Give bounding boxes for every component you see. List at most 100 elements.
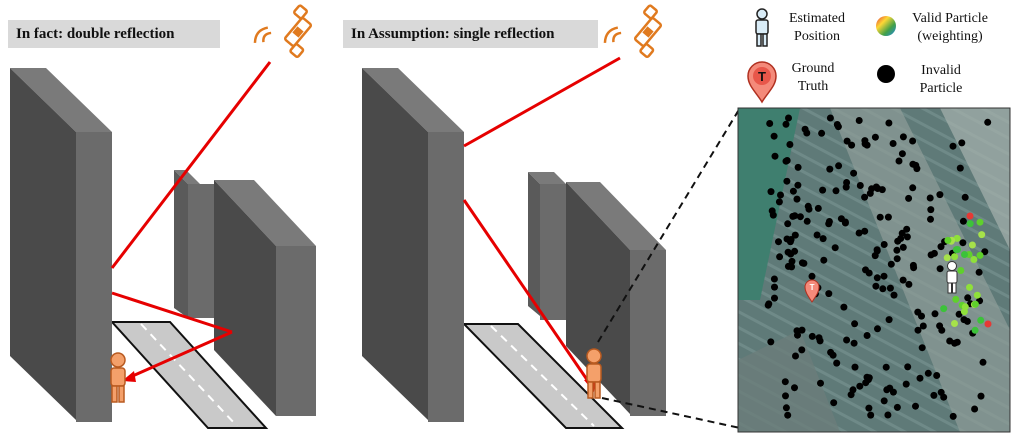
invalid-particle xyxy=(829,351,837,359)
invalid-particle xyxy=(798,259,806,267)
invalid-particle xyxy=(835,162,843,170)
invalid-particle xyxy=(832,187,840,195)
middle-right-building xyxy=(566,182,666,416)
invalid-particle xyxy=(851,363,859,371)
invalid-particle xyxy=(861,193,869,201)
invalid-particle xyxy=(766,120,774,127)
left-main-building xyxy=(10,68,112,422)
invalid-particle xyxy=(899,276,907,284)
invalid-particle xyxy=(775,238,782,246)
invalid-particle xyxy=(830,399,838,407)
invalid-particle xyxy=(866,189,874,197)
valid-particle xyxy=(966,212,974,220)
invalid-particle xyxy=(984,118,992,126)
invalid-particle xyxy=(782,392,789,400)
invalid-particle xyxy=(876,213,884,221)
invalid-particle xyxy=(936,265,944,273)
invalid-particle xyxy=(889,140,897,147)
invalid-particle xyxy=(951,339,959,347)
invalid-particle xyxy=(933,372,941,379)
invalid-particles xyxy=(764,114,992,420)
invalid-particle xyxy=(958,139,966,147)
invalid-particle xyxy=(776,253,784,261)
valid-particle xyxy=(977,316,985,324)
invalid-particle xyxy=(937,243,945,251)
invalid-particle xyxy=(971,405,979,413)
invalid-particle xyxy=(819,186,827,194)
invalid-particle xyxy=(893,255,901,263)
pedestrian-icon xyxy=(586,348,602,399)
valid-particle xyxy=(966,283,973,291)
valid-particle xyxy=(978,231,986,239)
invalid-particle xyxy=(927,251,935,259)
person-icon xyxy=(755,8,769,47)
invalid-particle xyxy=(905,194,913,202)
map-pin-icon: T xyxy=(747,61,777,104)
invalid-particle xyxy=(893,403,901,411)
pedestrian-icon xyxy=(110,352,126,403)
valid-particle xyxy=(968,241,976,249)
invalid-particle xyxy=(771,283,778,291)
invalid-particle xyxy=(924,369,932,377)
invalid-particle xyxy=(872,282,880,290)
invalid-particle xyxy=(893,246,901,254)
invalid-particle xyxy=(792,352,799,360)
invalid-particle xyxy=(879,285,887,293)
invalid-particle xyxy=(887,260,895,268)
middle-main-building xyxy=(362,68,464,422)
invalid-particle xyxy=(840,303,848,311)
invalid-particle xyxy=(890,291,898,299)
invalid-particle xyxy=(768,207,776,215)
invalid-particle xyxy=(903,225,911,233)
invalid-particle xyxy=(873,247,881,255)
invalid-particle xyxy=(767,338,775,346)
invalid-particle xyxy=(818,129,826,137)
invalid-particle xyxy=(899,133,907,141)
valid-particle xyxy=(952,246,960,254)
invalid-particle xyxy=(831,244,839,252)
invalid-particle xyxy=(843,336,851,344)
legend-estimated-position: Estimated Position xyxy=(789,11,845,44)
aerial-map: T xyxy=(737,107,1011,433)
invalid-particle xyxy=(909,261,917,269)
invalid-particle xyxy=(770,132,778,140)
invalid-particle xyxy=(861,140,869,148)
invalid-particle xyxy=(863,332,871,339)
invalid-particle xyxy=(791,231,799,239)
invalid-particle xyxy=(865,269,873,277)
invalid-particle xyxy=(784,248,792,256)
valid-particle xyxy=(976,251,984,259)
valid-particle xyxy=(966,220,974,228)
invalid-particle xyxy=(771,294,778,302)
valid-particle xyxy=(944,236,952,244)
invalid-particle xyxy=(777,191,784,199)
invalid-particle xyxy=(899,243,907,251)
invalid-particle xyxy=(977,392,985,400)
invalid-particle xyxy=(814,204,822,212)
invalid-particle xyxy=(842,183,850,191)
invalid-particle xyxy=(819,235,827,243)
invalid-particle xyxy=(905,280,913,288)
invalid-particle xyxy=(794,181,802,189)
invalid-particle xyxy=(940,393,948,401)
satellite-icon xyxy=(253,4,313,59)
invalid-particle xyxy=(786,141,794,148)
invalid-particle xyxy=(916,374,924,382)
invalid-particle xyxy=(872,183,880,191)
invalid-particle-swatch xyxy=(877,65,895,83)
invalid-particle xyxy=(786,238,794,246)
middle-back-building xyxy=(528,172,566,320)
invalid-particle xyxy=(784,262,792,270)
invalid-particle xyxy=(981,248,989,256)
valid-particle xyxy=(953,234,961,242)
invalid-particle xyxy=(791,384,798,392)
invalid-particle xyxy=(771,152,779,160)
valid-particle xyxy=(971,300,979,308)
invalid-particle xyxy=(850,339,858,347)
invalid-particle xyxy=(861,227,869,235)
invalid-particle xyxy=(865,404,873,412)
invalid-particle xyxy=(949,142,957,150)
invalid-particle xyxy=(856,182,864,189)
invalid-particle xyxy=(813,231,821,239)
